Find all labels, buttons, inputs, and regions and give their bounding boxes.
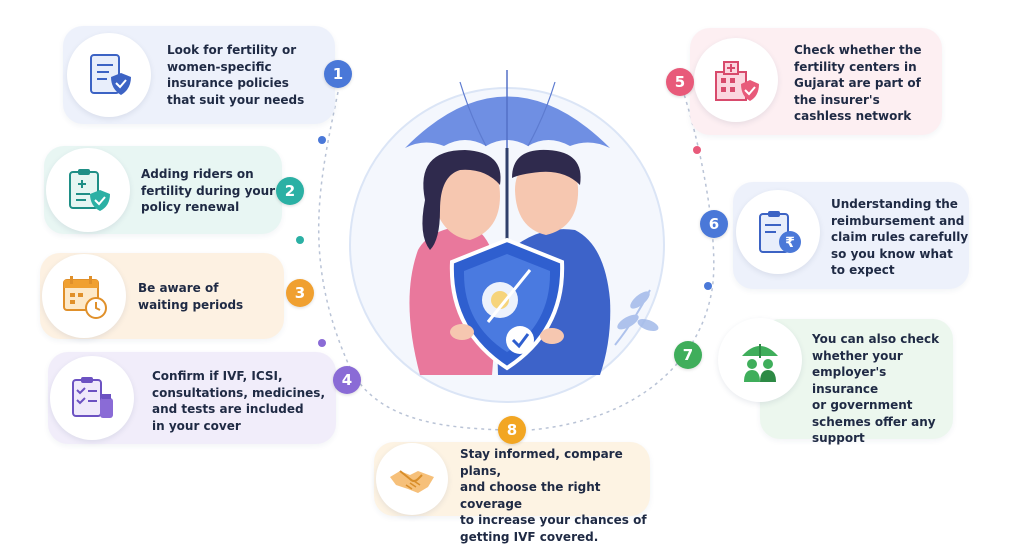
step-text-5: Check whether the fertility centers in G… [794, 43, 922, 123]
medical-checklist-icon [69, 169, 110, 211]
step-badge-1: 1 [324, 60, 352, 88]
step-icon-1 [67, 33, 151, 117]
step-badge-3: 3 [286, 279, 314, 307]
step-icon-8 [376, 443, 448, 515]
step-icon-6: ₹ [736, 190, 820, 274]
rupee-document-icon: ₹ [759, 211, 801, 253]
shield-document-icon [90, 54, 131, 95]
step-badge-6: 6 [700, 210, 728, 238]
step-badge-5: 5 [666, 68, 694, 96]
step-badge-8: 8 [498, 416, 526, 444]
handshake-icon [390, 470, 434, 493]
step-badge-7: 7 [674, 341, 702, 369]
step-icon-4 [50, 356, 134, 440]
step-icon-5 [694, 38, 778, 122]
step-text-6: Understanding the reimbursement and clai… [831, 197, 969, 277]
step-text-4: Confirm if IVF, ICSI, consultations, med… [152, 369, 326, 433]
step-icon-7 [718, 318, 802, 402]
hospital-building-icon [715, 61, 759, 101]
connector-left [318, 91, 506, 431]
step-badge-2: 2 [276, 177, 304, 205]
step-text-7: You can also check whether your employer… [812, 332, 940, 445]
step-text-1: Look for fertility or women-specific ins… [167, 43, 305, 107]
step-badge-4: 4 [333, 366, 361, 394]
step-text-2: Adding riders on fertility during your p… [141, 167, 276, 214]
checklist-medicine-icon [72, 377, 113, 418]
step-icon-2 [46, 148, 130, 232]
calendar-clock-icon [63, 276, 107, 319]
step-icon-3 [42, 254, 126, 338]
family-umbrella-icon [742, 344, 778, 382]
svg-text:₹: ₹ [785, 235, 795, 251]
step-text-8: Stay informed, compare plans, and choose… [460, 447, 647, 544]
step-text-3: Be aware of waiting periods [138, 281, 244, 312]
